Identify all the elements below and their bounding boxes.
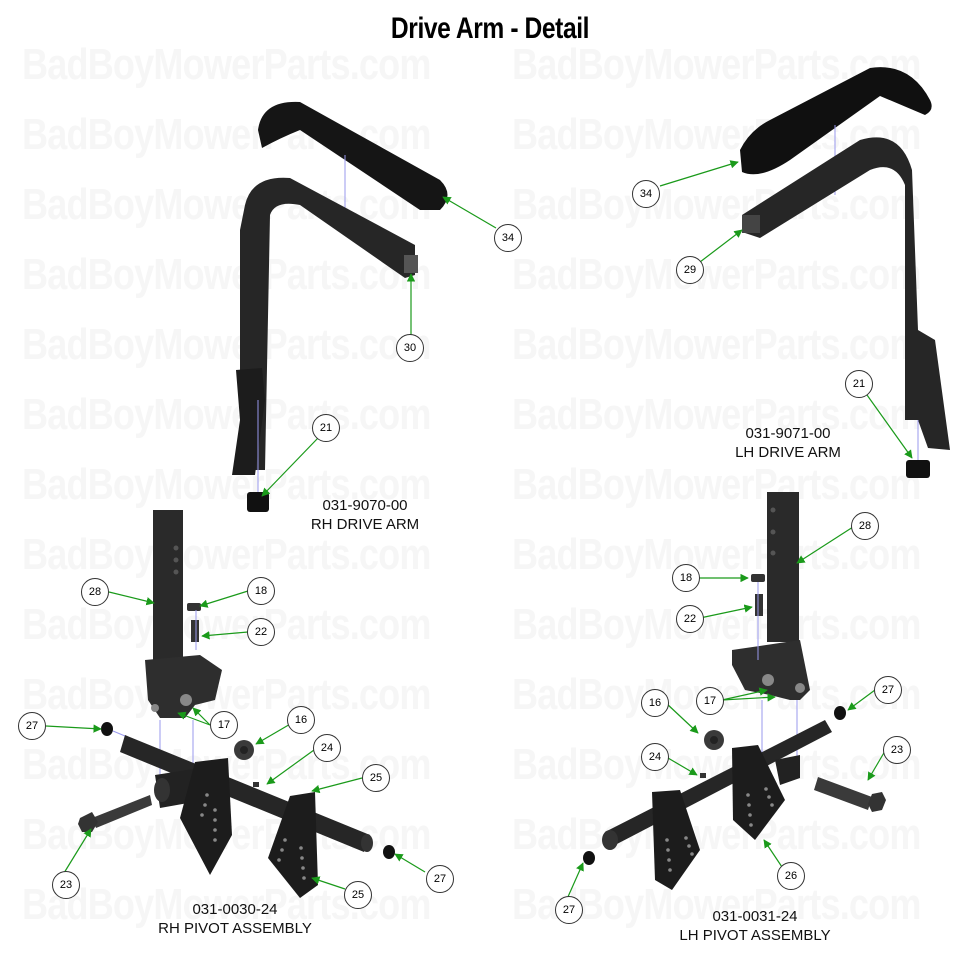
callout-balloon: 26 [777,862,805,890]
leader-lines [45,160,913,900]
callout-balloon: 30 [396,334,424,362]
callout-balloon: 16 [641,689,669,717]
callout-balloon: 16 [287,706,315,734]
part-number: 031-0030-24 [192,901,278,918]
lh-drive-arm-illustration [740,67,950,478]
assembly-name: LH DRIVE ARM [735,444,841,461]
callout-balloon: 18 [247,577,275,605]
lh-pivot-assembly-illustration [583,492,886,890]
assembly-name: RH PIVOT ASSEMBLY [158,920,312,937]
callout-balloon: 29 [676,256,704,284]
callout-balloon: 28 [851,512,879,540]
callout-balloon: 27 [18,712,46,740]
rh-drive-arm-illustration [232,101,448,512]
callout-balloon: 25 [344,881,372,909]
part-number: 031-9070-00 [322,497,408,514]
callout-balloon: 17 [210,711,238,739]
rh-drive-arm-label: 031-9070-00 RH DRIVE ARM [300,496,430,534]
callout-balloon: 27 [555,896,583,924]
callout-balloon: 21 [312,414,340,442]
assembly-name: RH DRIVE ARM [310,516,420,533]
callout-balloon: 27 [426,865,454,893]
callout-balloon: 22 [676,605,704,633]
part-number: 031-0031-24 [712,908,798,925]
callout-balloon: 22 [247,618,275,646]
lh-pivot-assembly-label: 031-0031-24 LH PIVOT ASSEMBLY [660,907,850,945]
page-title: Drive Arm - Detail [390,12,590,45]
callout-balloon: 24 [313,734,341,762]
rh-pivot-assembly-illustration [78,510,395,898]
rh-pivot-assembly-label: 031-0030-24 RH PIVOT ASSEMBLY [140,900,330,938]
callout-balloon: 21 [845,370,873,398]
lh-drive-arm-label: 031-9071-00 LH DRIVE ARM [723,424,853,462]
callout-balloon: 18 [672,564,700,592]
callout-balloon: 23 [52,871,80,899]
callout-balloon: 23 [883,736,911,764]
callout-balloon: 25 [362,764,390,792]
callout-balloon: 34 [632,180,660,208]
assembly-name: LH PIVOT ASSEMBLY [679,927,831,944]
part-number: 031-9071-00 [745,425,831,442]
callout-balloon: 27 [874,676,902,704]
callout-balloon: 28 [81,578,109,606]
callout-balloon: 24 [641,743,669,771]
callout-balloon: 34 [494,224,522,252]
callout-balloon: 17 [696,687,724,715]
